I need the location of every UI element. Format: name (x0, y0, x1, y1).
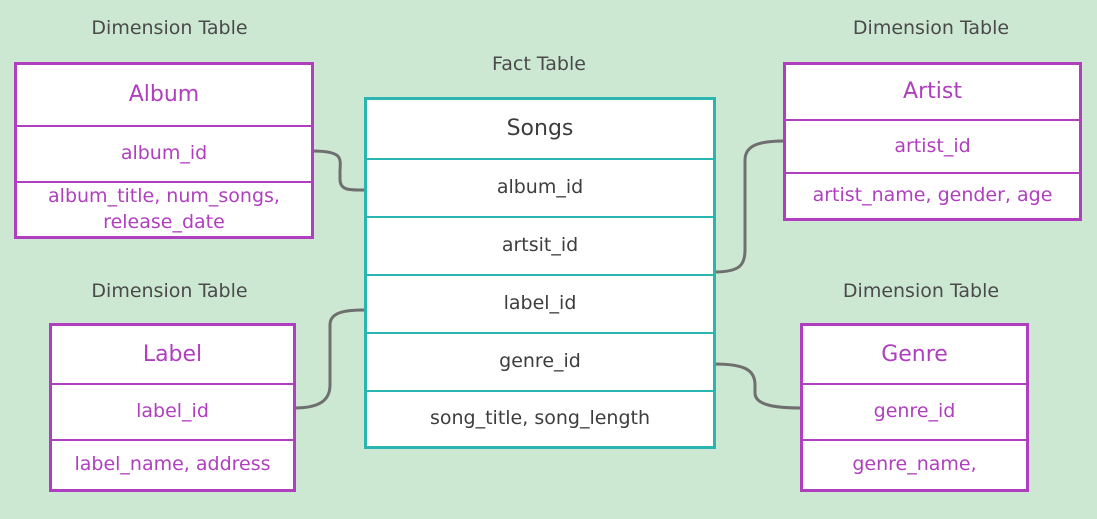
songs-field-song-title-length: song_title, song_length (367, 390, 713, 446)
genre-key-field: genre_id (803, 383, 1026, 439)
album-table: Album album_id album_title, num_songs, r… (14, 62, 314, 239)
label-attrs-field: label_name, address (52, 439, 293, 489)
album-attrs-line2: release_date (103, 210, 225, 233)
label-key-field: label_id (52, 383, 293, 439)
label-caption: Dimension Table (91, 280, 248, 302)
fact-caption: Fact Table (492, 53, 586, 75)
genre-table-title: Genre (881, 341, 948, 367)
artist-table: Artist artist_id artist_name, gender, ag… (783, 62, 1082, 221)
genre-songs-connector (713, 362, 802, 410)
album-caption: Dimension Table (91, 17, 248, 39)
artist-caption: Dimension Table (852, 17, 1010, 39)
songs-field-label-id: label_id (367, 274, 713, 332)
label-table-title: Label (142, 341, 203, 367)
genre-table: Genre genre_id genre_name, (800, 323, 1029, 492)
album-attrs-field: album_title, num_songs, release_date (17, 181, 311, 236)
songs-field-album-id: album_id (367, 158, 713, 216)
album-songs-connector (312, 149, 366, 192)
label-songs-connector (293, 308, 366, 410)
album-attrs-line1: album_title, num_songs, (48, 184, 280, 207)
genre-attrs-field: genre_name, (803, 439, 1026, 489)
songs-table-title: Songs (506, 116, 574, 142)
label-table: Label label_id label_name, address (49, 323, 296, 492)
songs-field-artist-id: artsit_id (367, 216, 713, 274)
artist-table-title: Artist (903, 79, 962, 105)
artist-key-field: artist_id (786, 119, 1079, 172)
songs-table: Songs album_id artsit_id label_id genre_… (364, 97, 716, 449)
songs-field-genre-id: genre_id (367, 332, 713, 390)
album-table-title: Album (128, 82, 200, 108)
artist-attrs-field: artist_name, gender, age (786, 172, 1079, 218)
artist-songs-connector (713, 139, 785, 274)
genre-caption: Dimension Table (842, 280, 1000, 302)
album-key-field: album_id (17, 125, 311, 181)
